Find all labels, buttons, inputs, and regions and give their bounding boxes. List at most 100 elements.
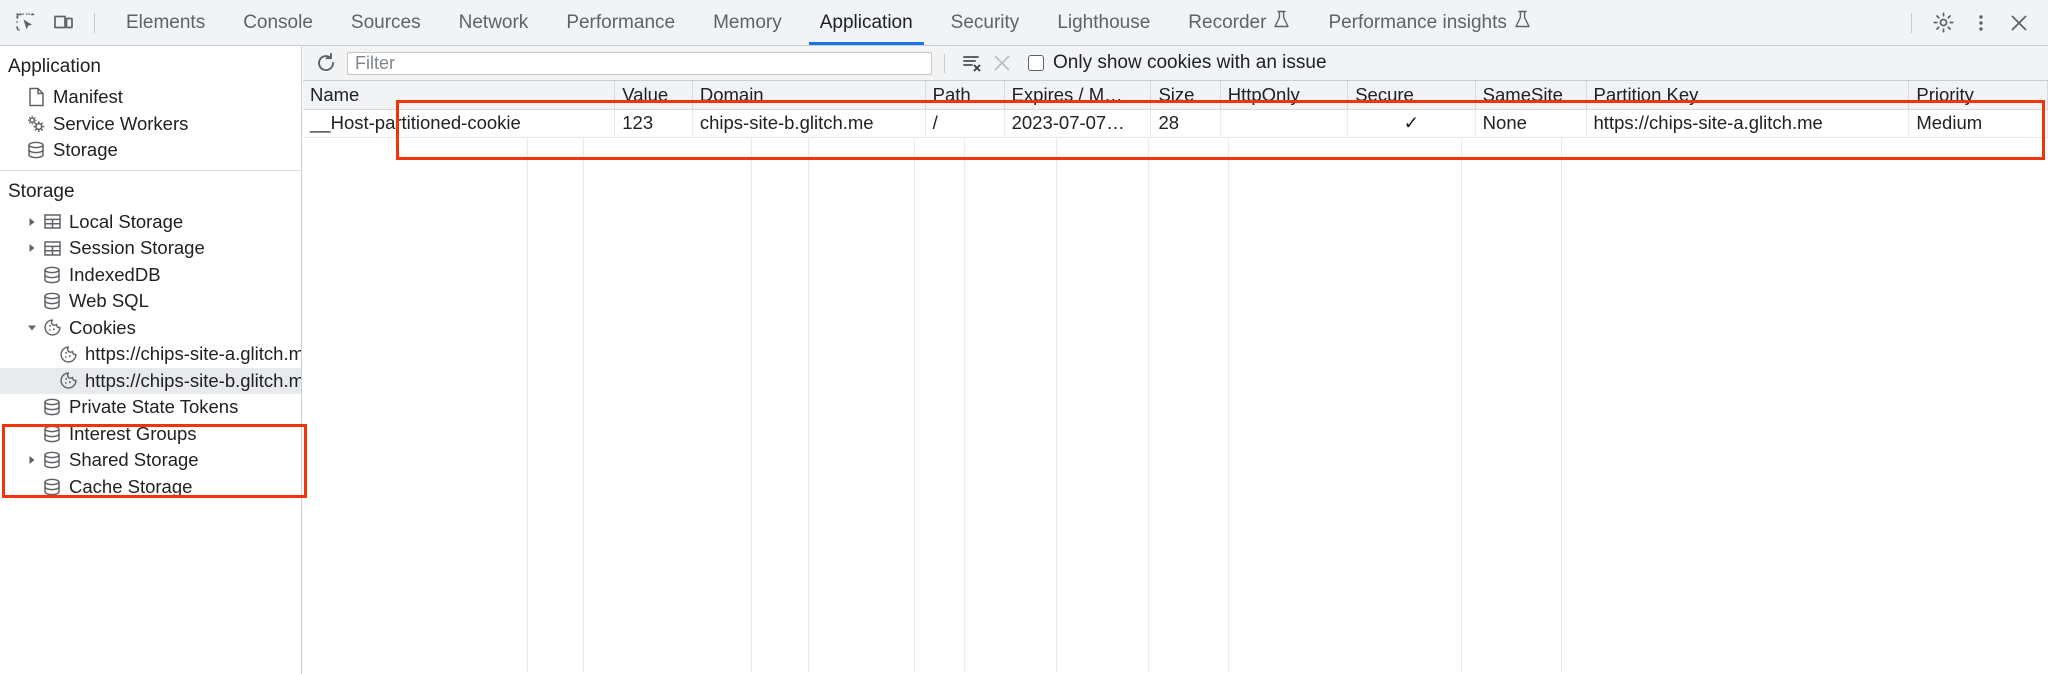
sidebar-item-indexeddb[interactable]: IndexedDB (0, 262, 301, 289)
service-workers-gears-icon (24, 114, 48, 134)
only-show-issues-checkbox[interactable] (1028, 55, 1044, 71)
panel-tab-list: Elements Console Sources Network Perform… (107, 0, 1550, 45)
sidebar-item-label: Storage (53, 139, 118, 161)
sidebar-item-local-storage[interactable]: Local Storage (0, 209, 301, 236)
table-icon (40, 239, 64, 258)
column-header-secure[interactable]: Secure (1347, 81, 1476, 110)
tab-application[interactable]: Application (801, 0, 932, 45)
cell-httponly (1220, 109, 1349, 138)
cell-size: 28 (1150, 109, 1221, 138)
sidebar-item-cookies-chips-site-a[interactable]: https://chips-site-a.glitch.me (0, 341, 301, 368)
tab-label: Performance (566, 11, 676, 33)
column-header-partition-key[interactable]: Partition Key (1586, 81, 1910, 110)
clear-all-cookies-icon[interactable] (957, 50, 987, 76)
sidebar-item-label: IndexedDB (69, 263, 161, 285)
cookies-filter-toolbar: Only show cookies with an issue (303, 46, 2048, 81)
filter-input[interactable] (347, 51, 932, 75)
cell-domain: chips-site-b.glitch.me (692, 109, 926, 138)
experiment-flask-icon (1273, 10, 1290, 35)
sidebar-item-cookies-chips-site-b[interactable]: https://chips-site-b.glitch.me (0, 367, 302, 394)
more-options-icon[interactable] (1962, 7, 2000, 39)
table-row[interactable]: __Host-partitioned-cookie 123 chips-site… (303, 109, 2048, 138)
sidebar-item-label: Shared Storage (69, 449, 199, 471)
only-show-issues-filter[interactable]: Only show cookies with an issue (1028, 52, 1327, 74)
cookies-main-panel: Only show cookies with an issue Name Val… (303, 46, 2048, 674)
cookie-icon (56, 345, 80, 364)
sidebar-item-web-sql[interactable]: Web SQL (0, 288, 301, 315)
tab-performance-insights[interactable]: Performance insights (1309, 0, 1549, 45)
toolbar-divider (1911, 12, 1912, 33)
tab-performance[interactable]: Performance (547, 0, 694, 45)
chevron-right-icon[interactable] (24, 217, 40, 227)
tab-network[interactable]: Network (440, 0, 548, 45)
tab-security[interactable]: Security (932, 0, 1039, 45)
tab-recorder[interactable]: Recorder (1169, 0, 1309, 45)
column-header-path[interactable]: Path (925, 81, 1005, 110)
chevron-right-icon[interactable] (24, 243, 40, 253)
column-header-name[interactable]: Name (303, 81, 616, 110)
sidebar-item-storage[interactable]: Storage (0, 137, 301, 164)
chevron-down-icon[interactable] (24, 323, 40, 333)
application-sidebar[interactable]: Application Manifest Service Workers (0, 46, 302, 674)
column-header-httponly[interactable]: HttpOnly (1220, 81, 1349, 110)
column-header-value[interactable]: Value (614, 81, 693, 110)
tab-lighthouse[interactable]: Lighthouse (1038, 0, 1169, 45)
cookies-table[interactable]: Name Value Domain Path Expires / M… Size… (303, 81, 2048, 138)
tab-label: Recorder (1188, 11, 1267, 33)
delete-selected-cookie-icon[interactable] (987, 50, 1017, 76)
chevron-right-icon[interactable] (24, 455, 40, 465)
sidebar-item-manifest[interactable]: Manifest (0, 84, 301, 111)
sidebar-item-label: Session Storage (69, 237, 205, 259)
column-header-priority[interactable]: Priority (1908, 81, 2048, 110)
tab-sources[interactable]: Sources (332, 0, 440, 45)
sidebar-item-label: Local Storage (69, 210, 184, 232)
sidebar-item-label: Cookies (69, 316, 136, 338)
tab-label: Performance insights (1328, 11, 1507, 33)
tab-console[interactable]: Console (224, 0, 332, 45)
cookies-table-area[interactable]: Name Value Domain Path Expires / M… Size… (303, 81, 2048, 673)
sidebar-item-cookies[interactable]: Cookies (0, 315, 301, 342)
tab-memory[interactable]: Memory (694, 0, 801, 45)
inspect-element-icon[interactable] (6, 7, 44, 39)
database-icon (40, 397, 64, 417)
sidebar-item-service-workers[interactable]: Service Workers (0, 111, 301, 138)
column-header-size[interactable]: Size (1150, 81, 1221, 110)
column-header-domain[interactable]: Domain (692, 81, 926, 110)
tab-label: Console (243, 11, 313, 33)
sidebar-section-storage-title: Storage (8, 180, 75, 202)
sidebar-item-shared-storage[interactable]: Shared Storage (0, 447, 301, 474)
tab-label: Security (950, 11, 1020, 33)
cell-priority: Medium (1908, 109, 2048, 138)
device-toolbar-icon[interactable] (44, 7, 82, 39)
experiment-flask-icon (1514, 10, 1531, 35)
tab-elements[interactable]: Elements (107, 0, 224, 45)
column-header-expires[interactable]: Expires / M… (1004, 81, 1152, 110)
sidebar-item-cache-storage[interactable]: Cache Storage (0, 474, 301, 501)
cell-name: __Host-partitioned-cookie (303, 109, 616, 138)
column-header-samesite[interactable]: SameSite (1475, 81, 1587, 110)
sidebar-item-interest-groups[interactable]: Interest Groups (0, 421, 301, 448)
table-icon (40, 212, 64, 231)
sidebar-section-application-title: Application (8, 56, 101, 77)
tab-label: Sources (350, 11, 421, 33)
sidebar-item-label: Service Workers (53, 112, 189, 134)
sidebar-item-label: Private State Tokens (69, 396, 239, 418)
refresh-icon[interactable] (311, 50, 341, 76)
only-show-issues-label: Only show cookies with an issue (1053, 52, 1327, 73)
sidebar-item-session-storage[interactable]: Session Storage (0, 235, 301, 262)
toolbar-divider (94, 12, 95, 33)
sidebar-item-private-state-tokens[interactable]: Private State Tokens (0, 394, 301, 421)
devtools-tab-bar: Elements Console Sources Network Perform… (0, 0, 2048, 46)
database-icon (40, 450, 64, 470)
gear-icon[interactable] (1924, 7, 1962, 39)
cookie-icon (40, 318, 64, 337)
cookie-icon (56, 371, 80, 390)
sidebar-item-label: Web SQL (69, 290, 149, 312)
sidebar-divider (0, 169, 301, 171)
database-icon (40, 265, 64, 285)
cell-samesite: None (1475, 109, 1587, 138)
sidebar-item-label: https://chips-site-b.glitch.me (85, 369, 302, 391)
tab-label: Memory (713, 11, 782, 33)
close-icon[interactable] (2000, 7, 2038, 39)
tab-label: Elements (126, 11, 206, 33)
